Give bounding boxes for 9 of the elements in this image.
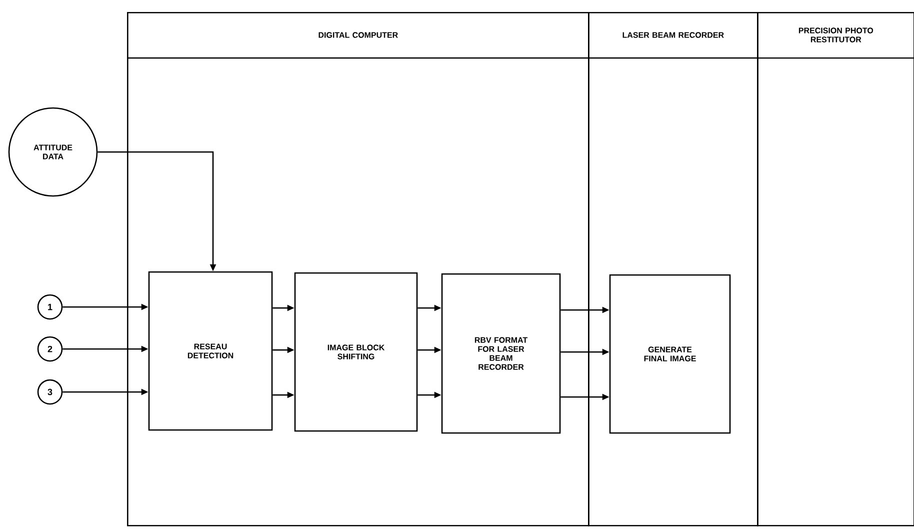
- circle-node: 3: [37, 379, 63, 405]
- process-box: RESEAU DETECTION: [148, 271, 273, 431]
- process-box: RBV FORMAT FOR LASER BEAM RECORDER: [441, 273, 561, 434]
- process-box: GENERATE FINAL IMAGE: [609, 274, 731, 434]
- circle-node: 2: [37, 336, 63, 362]
- column-panel: PRECISION PHOTO RESTITUTOR: [757, 12, 914, 526]
- circle-node: ATTITUDE DATA: [8, 107, 98, 197]
- circle-node: 1: [37, 294, 63, 320]
- process-box: IMAGE BLOCK SHIFTING: [294, 272, 418, 432]
